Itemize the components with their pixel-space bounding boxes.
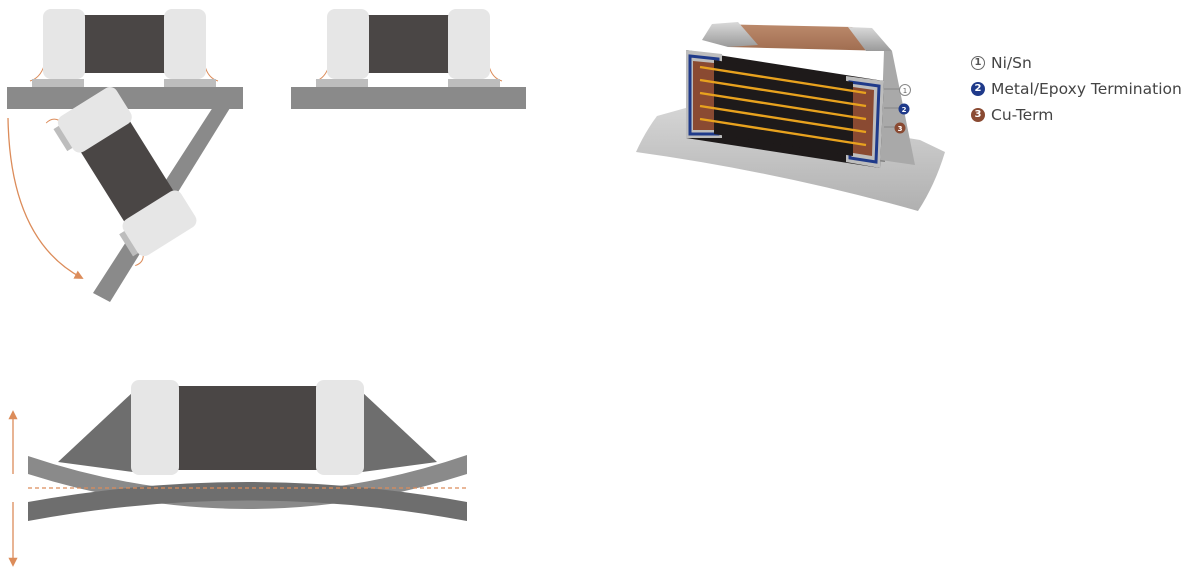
electrode-4 — [699, 104, 867, 134]
chip-body — [84, 15, 166, 73]
solder-pad-left — [32, 79, 84, 87]
callout-label-1: 1 — [903, 87, 907, 95]
bend-terminal-right — [316, 380, 364, 475]
mlcc-cap-top-left — [702, 22, 758, 47]
mounted-pcb-board — [291, 87, 526, 109]
mlcc-cap-top-right — [848, 27, 892, 51]
mounted-terminal-right — [448, 9, 490, 79]
cu-term-left — [693, 61, 714, 130]
electrode-3 — [699, 91, 867, 121]
bend-chip-body — [176, 386, 318, 470]
legend-label-cu-term: Cu-Term — [991, 106, 1054, 124]
callout-label-2: 2 — [902, 106, 907, 114]
board-flex-diagram — [7, 9, 243, 302]
mounted-pad-left — [316, 79, 368, 87]
legend-marker-2: 2 — [971, 82, 985, 96]
tilted-chip-body — [80, 120, 175, 223]
solder-fillet-right — [204, 65, 219, 82]
legend-label-ni-sn: Ni/Sn — [991, 54, 1032, 72]
bend-solder-right — [362, 392, 437, 472]
pcb-board — [7, 87, 243, 109]
electrode-2 — [699, 78, 867, 108]
legend-marker-1: 1 — [971, 56, 985, 70]
tilted-fillet-top — [45, 118, 59, 124]
termination-legend: 1 Ni/Sn 2 Metal/Epoxy Termination 3 Cu-T… — [971, 50, 1182, 128]
tilted-fillet-bottom — [135, 255, 144, 267]
chip-terminal-right — [164, 9, 206, 79]
tilted-pad-top — [53, 124, 75, 152]
mounted-terminal-left — [327, 9, 369, 79]
tilted-pad-bottom — [119, 230, 140, 257]
callout-badge-2 — [898, 103, 910, 115]
solder-pad-right — [164, 79, 216, 87]
chip-terminal-left — [43, 9, 85, 79]
tilted-terminal-top — [57, 86, 132, 153]
tilted-chip — [45, 86, 197, 267]
electrode-5 — [699, 117, 867, 147]
bend-solder-left — [58, 392, 133, 472]
mounted-chip-diagram — [291, 9, 526, 109]
legend-item-cu-term: 3 Cu-Term — [971, 102, 1182, 128]
internal-electrodes — [699, 65, 867, 147]
legend-item-metal-epoxy: 2 Metal/Epoxy Termination — [971, 76, 1182, 102]
bend-terminal-left — [131, 380, 179, 475]
board-bending-diagram — [8, 380, 467, 567]
callout-badge-3 — [894, 122, 906, 134]
legend-marker-3: 3 — [971, 108, 985, 122]
legend-label-metal-epoxy: Metal/Epoxy Termination — [991, 80, 1182, 98]
tilted-terminal-bottom — [122, 190, 197, 257]
board-lower-curve — [28, 482, 467, 521]
mlcc-cross-section: 1 2 3 — [636, 22, 945, 211]
mounted-pad-right — [448, 79, 500, 87]
mounted-fillet-right — [488, 65, 503, 82]
legend-item-ni-sn: 1 Ni/Sn — [971, 50, 1182, 76]
dielectric-body — [714, 60, 853, 156]
callout-badge-1 — [899, 84, 911, 96]
mounted-chip-body — [367, 15, 449, 73]
electrode-1 — [699, 65, 867, 95]
callout-label-3: 3 — [898, 125, 903, 133]
solder-fillet-left — [29, 65, 45, 82]
rotation-arrow — [7, 117, 84, 279]
